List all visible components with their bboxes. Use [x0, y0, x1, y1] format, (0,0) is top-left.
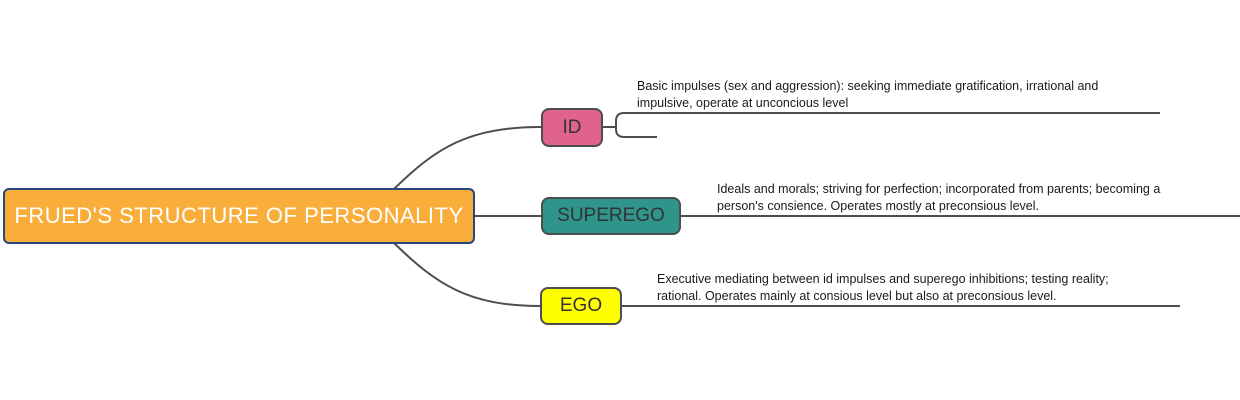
connector-id-upper-branch [615, 112, 1160, 127]
connector-id-lower-branch [615, 127, 657, 138]
root-node-label: FRUED'S STRUCTURE OF PERSONALITY [14, 203, 464, 228]
branch-description-superego[interactable]: Ideals and morals; striving for perfecti… [717, 182, 1161, 213]
branch-node-ego-label: EGO [559, 295, 603, 316]
root-node-freud-structure[interactable]: FRUED'S STRUCTURE OF PERSONALITY [3, 188, 475, 244]
branch-node-ego[interactable]: EGO [540, 287, 622, 325]
branch-node-superego[interactable]: SUPEREGO [541, 197, 681, 235]
branch-description-ego[interactable]: Executive mediating between id impulses … [657, 272, 1109, 303]
connector-root-to-ego [393, 242, 541, 307]
branch-node-id[interactable]: ID [541, 108, 603, 147]
branch-node-id-label: ID [562, 116, 582, 138]
connector-root-to-id [393, 126, 542, 190]
branch-node-superego-label: SUPEREGO [557, 205, 665, 226]
branch-description-id[interactable]: Basic impulses (sex and aggression): see… [637, 79, 1099, 110]
